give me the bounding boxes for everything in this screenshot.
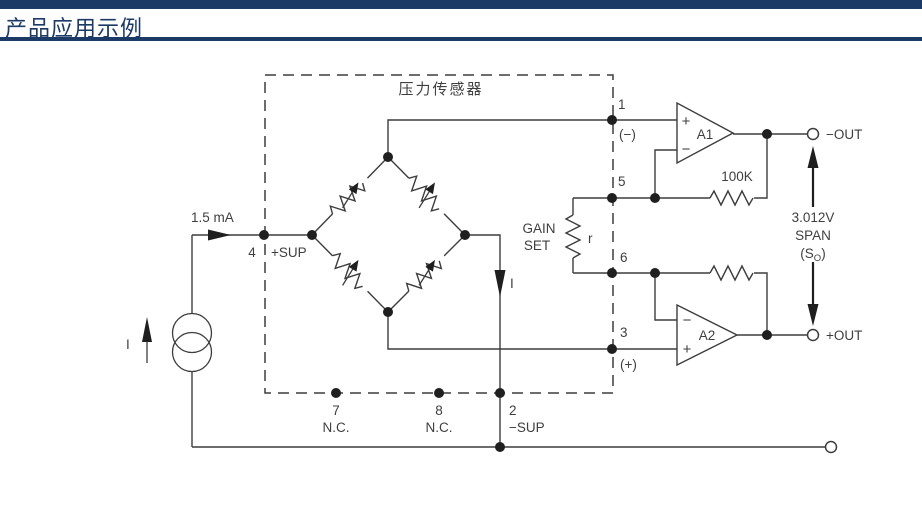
a2-plus-sign: + [683, 341, 692, 358]
pin-4-number: 4 [248, 245, 256, 260]
pin-5-number: 5 [618, 174, 626, 189]
variable-arrow-icon [418, 182, 435, 209]
a1-feedback-resistor: 100K [709, 169, 754, 207]
span-label: SPAN [795, 228, 831, 243]
page-title: 产品应用示例 [5, 16, 144, 41]
gain-set-label-2: SET [524, 238, 550, 253]
junction-dot [762, 129, 772, 139]
span-down-arrow-icon [807, 304, 819, 326]
pin-2-dot [495, 388, 505, 398]
a1-triangle [676, 101, 735, 165]
op-amp-a1: + − A1 [676, 101, 735, 165]
pin3-wire [387, 312, 677, 350]
junction-dot [383, 152, 393, 162]
span-up-arrow-icon [807, 146, 819, 168]
pin-3-number: 3 [620, 325, 628, 340]
junction-dot [762, 330, 772, 340]
junction-dot [495, 442, 505, 452]
a2-inverting-wire [654, 273, 677, 321]
neg-out-label: −OUT [826, 127, 862, 142]
current-up-arrow-icon [142, 317, 152, 342]
pressure-sensor-label: 压力传感器 [398, 81, 483, 98]
a1-plus-sign: + [682, 113, 691, 130]
pressure-sensor-box [264, 74, 614, 394]
gain-set-label-1: GAIN [522, 221, 555, 236]
pos-out-terminal [806, 328, 820, 342]
variable-arrow-icon [418, 259, 435, 286]
pin-2-function: −SUP [509, 420, 545, 435]
pin-1-polarity: (−) [619, 127, 636, 142]
pin-1-dot [607, 115, 617, 125]
source-value-label: 1.5 mA [191, 210, 234, 225]
pin-3-dot [607, 344, 617, 354]
current-source-circle [171, 331, 213, 373]
bridge-current-arrow-icon [494, 270, 506, 297]
neg-out-terminal [806, 127, 820, 141]
feedback-resistor-value: 100K [721, 169, 753, 184]
title-underline [0, 37, 922, 41]
span-symbol: (SO) [800, 246, 825, 264]
a2-label: A2 [699, 328, 716, 343]
pin-6-number: 6 [620, 250, 628, 265]
supply-flow-arrow-icon [208, 229, 231, 241]
pin6-feedback-wire [573, 272, 768, 335]
pin-5-dot [607, 193, 617, 203]
junction-dot [650, 193, 660, 203]
a2-triangle [676, 303, 739, 367]
variable-arrow-icon [342, 182, 359, 209]
pin-7-number: 7 [332, 403, 340, 418]
junction-dot [460, 230, 470, 240]
neg-supply-wire [465, 234, 501, 447]
pin-4-dot [259, 230, 269, 240]
a1-label: A1 [697, 127, 714, 142]
pin5-feedback-wire [573, 134, 768, 199]
span-value: 3.012V [792, 210, 835, 225]
wires [191, 119, 826, 448]
a2-minus-sign: − [683, 312, 692, 329]
pin-4-function: +SUP [271, 245, 307, 260]
pin-2-number: 2 [509, 403, 517, 418]
a1-inverting-wire [654, 149, 677, 198]
pin-labels: 1 (−) 5 6 3 (+) 4 +SUP 7 N.C. 8 N.C. 2 −… [248, 97, 637, 435]
span-annotation: 3.012V SPAN (SO) [792, 146, 835, 326]
gain-resistor-name: r [588, 231, 593, 246]
a2-feedback-resistor [709, 264, 754, 282]
current-source: I 1.5 mA [126, 210, 234, 373]
pin-8-function: N.C. [426, 420, 453, 435]
pin-1-number: 1 [618, 97, 626, 112]
current-source-circle [171, 312, 213, 354]
pin-7-dot [331, 388, 341, 398]
junctions [259, 115, 772, 452]
source-current-label: I [126, 337, 130, 352]
pin-8-dot [434, 388, 444, 398]
pos-out-label: +OUT [826, 328, 862, 343]
pin1-wire [387, 119, 677, 157]
a1-minus-sign: − [682, 141, 691, 158]
bridge-current-label: I [510, 276, 514, 291]
pin-8-number: 8 [435, 403, 443, 418]
junction-dot [650, 268, 660, 278]
junction-dot [307, 230, 317, 240]
wheatstone-bridge [310, 156, 466, 314]
pin-7-function: N.C. [323, 420, 350, 435]
op-amp-a2: − + A2 [676, 303, 739, 367]
junction-dot [383, 307, 393, 317]
ground-terminal [824, 440, 838, 454]
pin-3-polarity: (+) [620, 357, 637, 372]
variable-arrow-icon [342, 259, 359, 286]
header-bar [0, 0, 922, 9]
gain-set-resistor: GAIN SET r [522, 214, 593, 259]
pin-6-dot [607, 268, 617, 278]
